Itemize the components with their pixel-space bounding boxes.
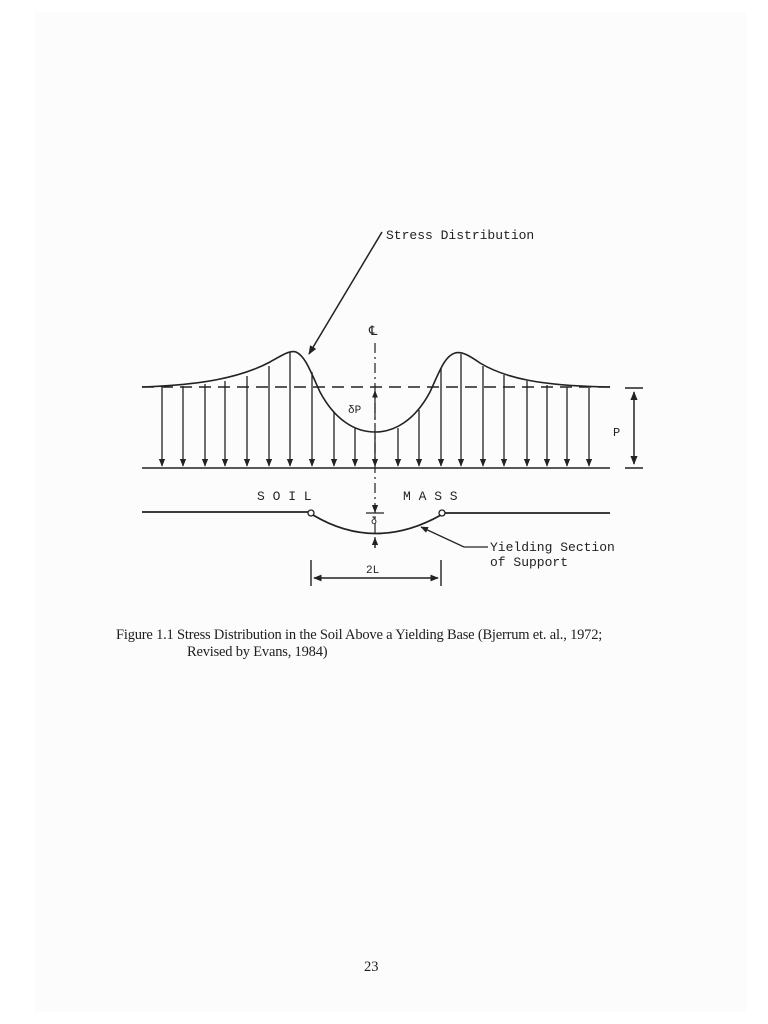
of-support-label: of Support [490, 555, 568, 570]
stress-distribution-leader [308, 231, 383, 355]
centerline-label: ℄ [368, 324, 378, 339]
yielding-section-label: Yielding Section [490, 540, 615, 555]
caption-line-1: Figure 1.1 Stress Distribution in the So… [116, 627, 603, 643]
figure-caption: Figure 1.1 Stress Distribution in the So… [116, 627, 676, 661]
page-number: 23 [364, 959, 379, 975]
stress-distribution-label: Stress Distribution [386, 228, 534, 243]
stress-distribution-curve [141, 350, 611, 433]
2l-dimension [310, 560, 442, 586]
caption-line-2: Revised by Evans, 1984) [187, 644, 328, 660]
soil-label: S O I L [257, 489, 312, 504]
delta-p-label: δP [348, 405, 362, 417]
mass-label: M A S S [403, 489, 458, 504]
pressure-arrows [158, 352, 593, 467]
p-dimension [625, 387, 643, 469]
delta-label: δ [371, 516, 377, 528]
2l-label: 2L [366, 565, 379, 577]
yielding-section-curve [312, 514, 442, 535]
p-label: P [613, 426, 620, 440]
